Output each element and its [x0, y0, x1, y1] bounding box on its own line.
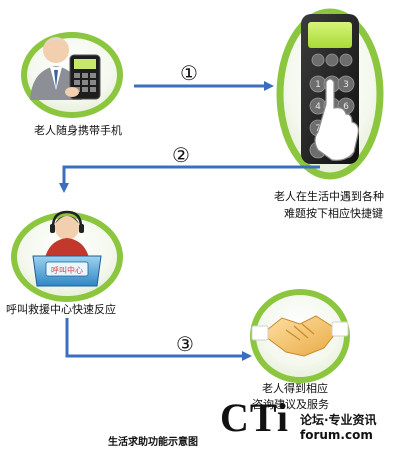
- center-node: [11, 210, 123, 302]
- svg-text:4: 4: [315, 102, 321, 112]
- keypad-label-line1: 老人在生活中遇到各种: [274, 190, 384, 203]
- diagram-caption: 生活求助功能示意图: [108, 437, 198, 448]
- center-label: 呼叫救援中心快速反应: [6, 303, 116, 316]
- keypad-label-line2: 难题按下相应快捷键: [284, 207, 383, 220]
- step-number-1: ①: [180, 61, 198, 85]
- arrow-2: [59, 165, 320, 193]
- elder-label: 老人随身携带手机: [34, 124, 122, 137]
- keypad-node: 123 456 7: [276, 8, 384, 180]
- step-number-2: ②: [172, 143, 190, 167]
- elder-node: [21, 32, 123, 118]
- service-node: [250, 289, 350, 383]
- service-label-line1: 老人得到相应: [262, 382, 328, 395]
- step-number-3: ③: [176, 332, 194, 356]
- svg-text:1: 1: [315, 80, 321, 90]
- svg-text:3: 3: [343, 80, 349, 90]
- phone-keypad-icon: 123 456 7: [301, 14, 359, 164]
- watermark-line1: 论坛·专业资讯: [300, 413, 377, 427]
- arrow-3: [65, 318, 252, 361]
- svg-text:7: 7: [315, 124, 321, 134]
- svg-text:6: 6: [343, 102, 349, 112]
- watermark-line2: forum.com: [300, 428, 373, 442]
- service-label-line2: 咨询建议及服务: [252, 398, 329, 411]
- elderly-man-with-phone-icon: [30, 37, 101, 100]
- handshake-icon: [251, 315, 349, 357]
- call-center-operator-icon: [32, 210, 102, 287]
- watermark-logo: CTi: [220, 395, 289, 440]
- center-desk-text: 呼叫中心: [51, 265, 83, 275]
